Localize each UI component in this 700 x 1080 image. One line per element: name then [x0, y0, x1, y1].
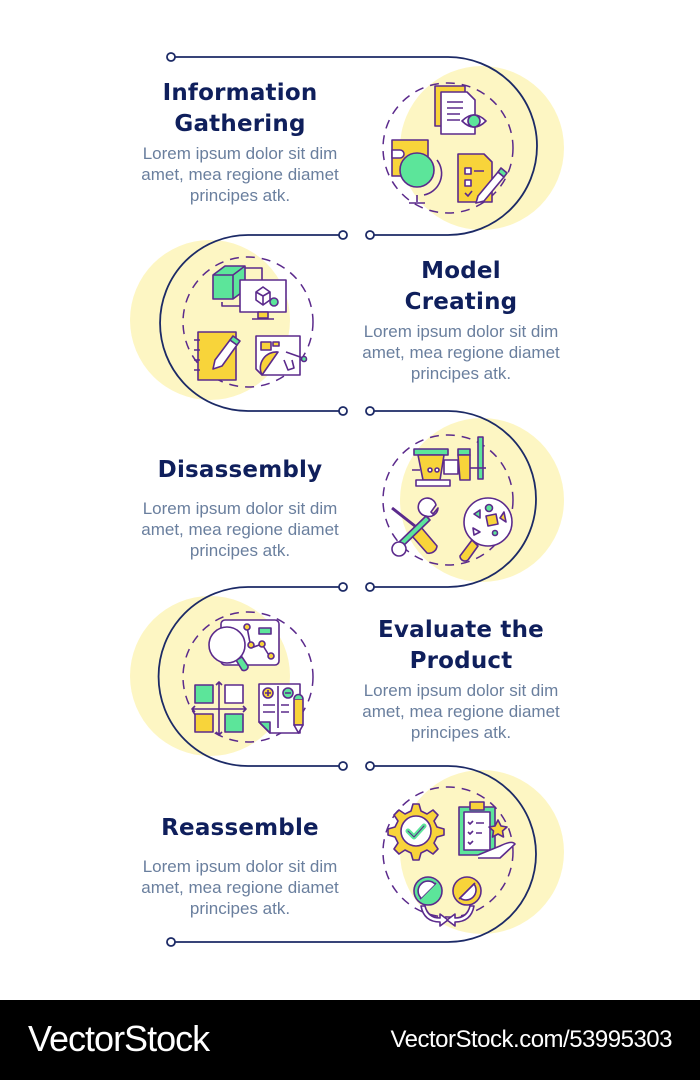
connector-nodes: [166, 52, 375, 947]
footer-brand: VectorStock: [28, 1018, 210, 1059]
wrench-screwdriver-icon: [391, 497, 439, 557]
infographic-canvas: [130, 52, 564, 947]
documents-eye-icon: [434, 85, 487, 135]
start-node: [166, 52, 176, 62]
notebook-pencil-icon: [194, 331, 241, 381]
dashed-ring-1: [382, 82, 514, 214]
step-5-description: Lorem ipsum dolor sit dim amet, mea regi…: [141, 857, 339, 918]
step-5-title: Reassemble: [161, 815, 319, 841]
step-4-title: Evaluate the Product: [378, 617, 544, 674]
dashed-ring-3: [382, 434, 514, 566]
step-1-title: Information Gathering: [162, 80, 318, 137]
swap-circles-icon: [413, 876, 482, 927]
step-4-description: Lorem ipsum dolor sit dim amet, mea regi…: [362, 681, 560, 742]
dashed-ring-5: [382, 786, 514, 918]
step-2-text: Model Creating Lorem ipsum dolor sit dim…: [341, 256, 581, 384]
dashed-ring-4: [182, 611, 314, 743]
connector-line: [157, 56, 538, 943]
step-4-text: Evaluate the Product Lorem ipsum dolor s…: [341, 615, 581, 743]
step-5-text: Reassemble Lorem ipsum dolor sit dim ame…: [120, 813, 360, 919]
comparison-matrix-icon: [191, 681, 247, 736]
watermark-footer: VectorStock VectorStock.com/53995303: [0, 1000, 700, 1080]
end-node: [166, 937, 176, 947]
magnifier-parts-icon: [459, 497, 513, 562]
step-1-description: Lorem ipsum dolor sit dim amet, mea regi…: [141, 144, 339, 205]
bench-vise-icon: [412, 436, 486, 487]
blueprint-protractor-icon: [255, 335, 308, 376]
step-3-description: Lorem ipsum dolor sit dim amet, mea regi…: [141, 499, 339, 560]
step-3-title: Disassembly: [157, 457, 323, 483]
puzzle-globe-icon: [391, 139, 443, 204]
step-1-text: Information Gathering Lorem ipsum dolor …: [120, 78, 360, 206]
dashed-ring-2: [182, 256, 314, 388]
checklist-pencil-icon: [457, 153, 508, 204]
gear-check-icon: [387, 803, 445, 861]
step-3-text: Disassembly Lorem ipsum dolor sit dim am…: [120, 455, 360, 561]
pros-cons-sheet-icon: [258, 683, 304, 734]
clipboard-star-icon: [458, 801, 516, 859]
step-2-description: Lorem ipsum dolor sit dim amet, mea regi…: [362, 322, 560, 383]
footer-url: VectorStock.com/53995303: [390, 1026, 672, 1053]
step-2-title: Model Creating: [404, 258, 518, 315]
magnifier-chart-icon: [208, 619, 280, 672]
cube-monitor-icon: [212, 265, 287, 320]
